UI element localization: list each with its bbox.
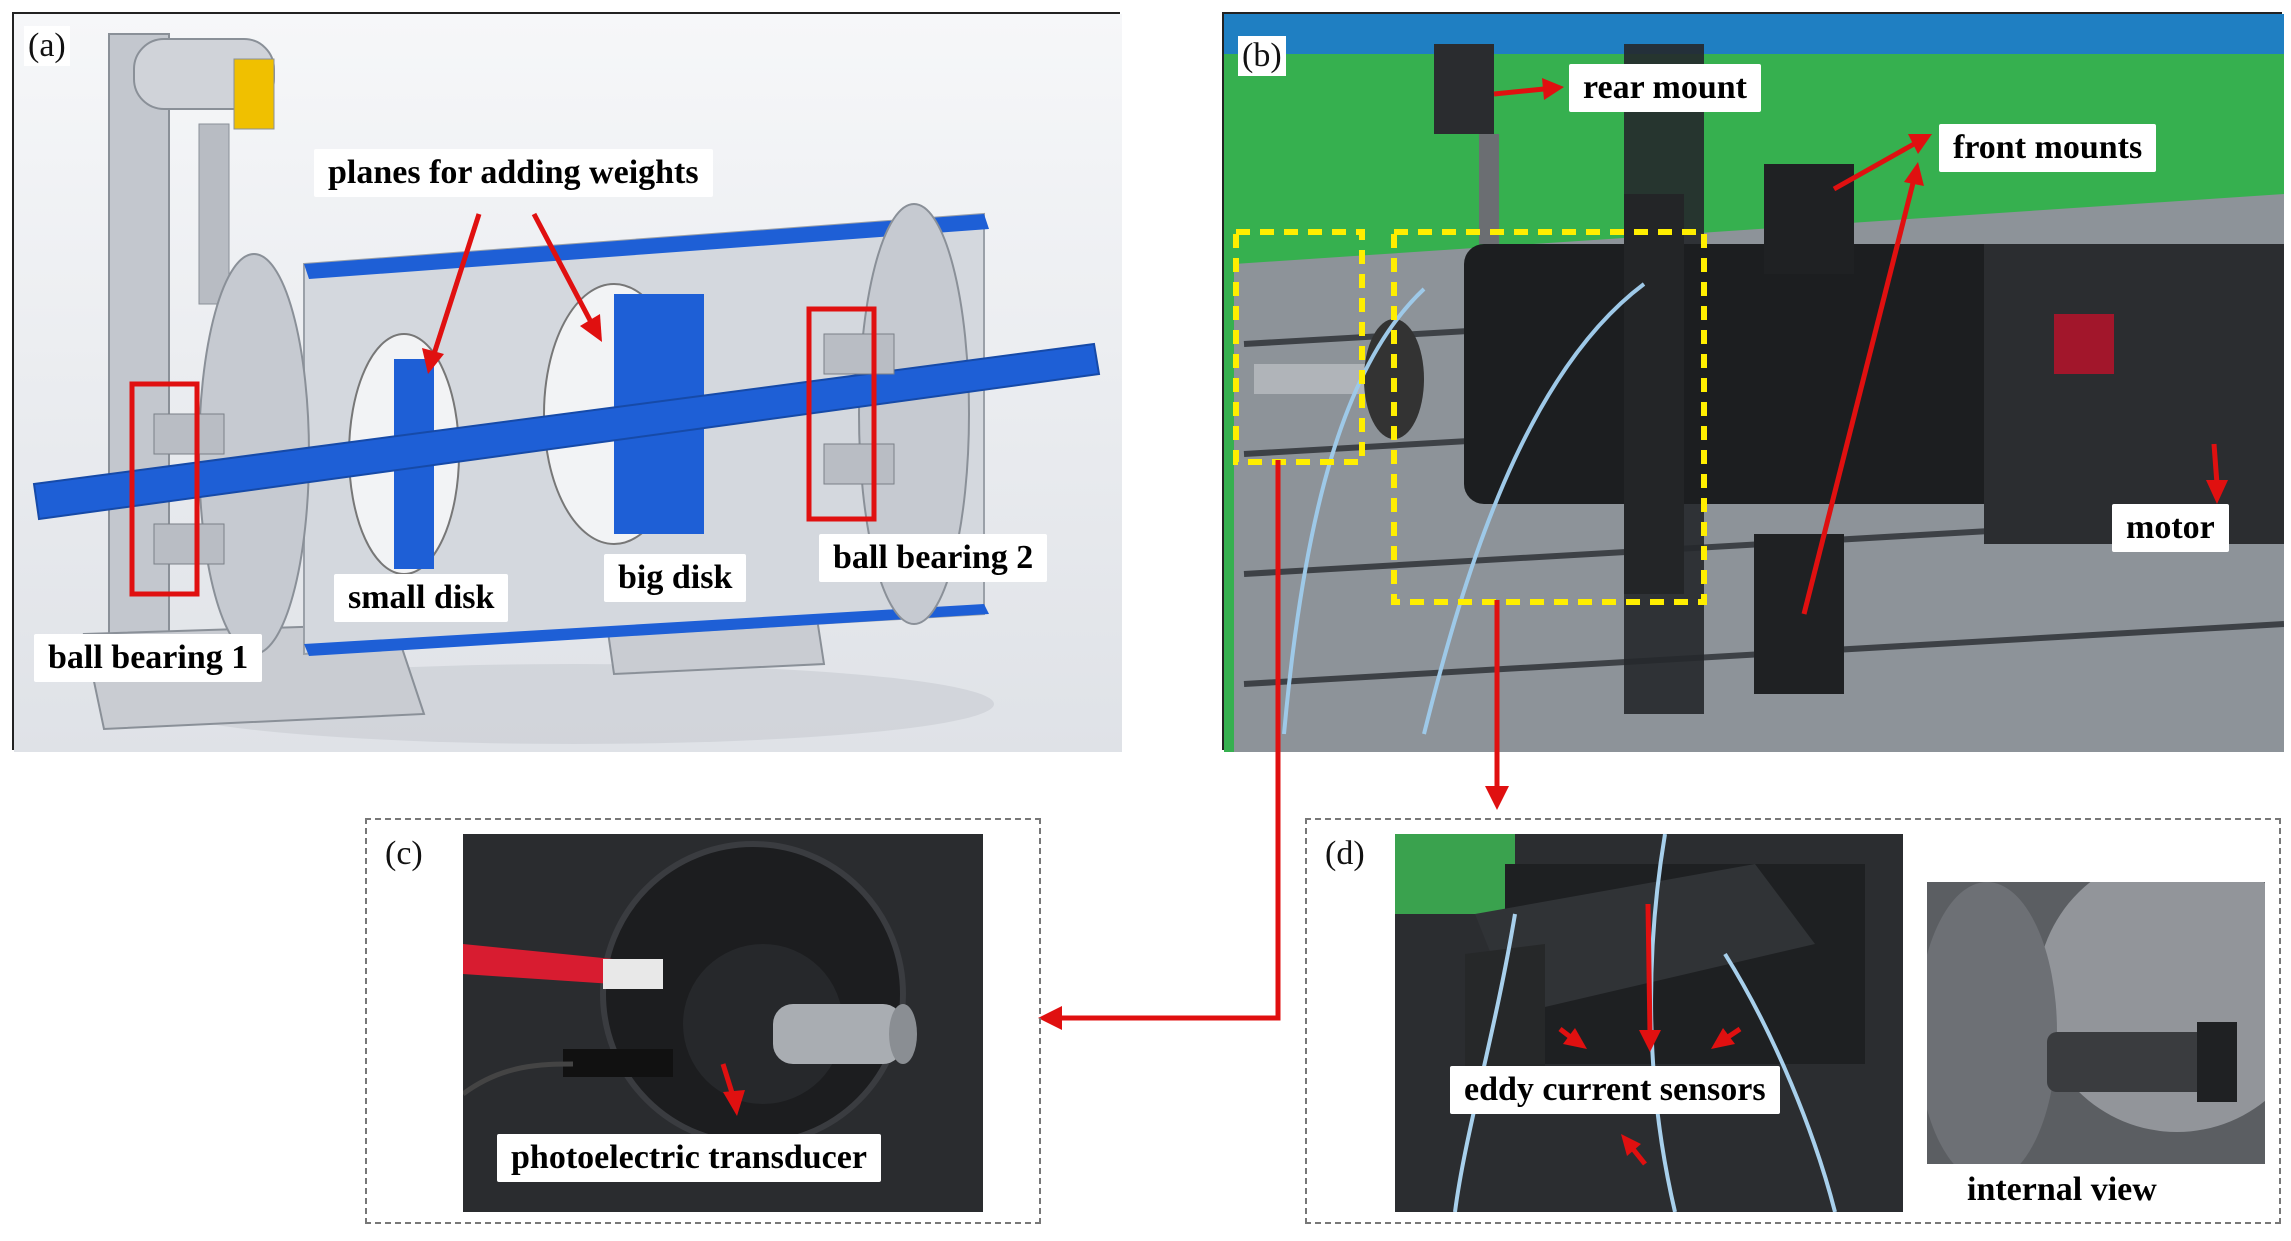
photo-internal-view bbox=[1927, 882, 2265, 1164]
label-photoelectric-transducer: photoelectric transducer bbox=[497, 1134, 881, 1182]
label-internal-view: internal view bbox=[1957, 1168, 2167, 1212]
label-motor: motor bbox=[2112, 504, 2229, 552]
panel-b-label: (b) bbox=[1238, 36, 1286, 76]
label-eddy-current-sensors: eddy current sensors bbox=[1450, 1066, 1780, 1114]
photo-eddy-sensors: eddy current sensors bbox=[1395, 834, 1903, 1212]
cad-rotor-drawing bbox=[14, 14, 1122, 752]
label-ball-bearing-1: ball bearing 1 bbox=[34, 634, 263, 682]
photo-transducer: photoelectric transducer bbox=[463, 834, 983, 1212]
label-small-disk: small disk bbox=[334, 574, 509, 622]
label-rear-mount: rear mount bbox=[1569, 64, 1762, 112]
label-planes-for-adding-weights: planes for adding weights bbox=[314, 149, 713, 197]
label-front-mounts: front mounts bbox=[1939, 124, 2157, 172]
internal-view-drawing bbox=[1927, 882, 2265, 1164]
panel-d-label: (d) bbox=[1321, 834, 1369, 874]
eddy-sensors-drawing bbox=[1395, 834, 1903, 1212]
panel-c-label: (c) bbox=[381, 834, 427, 874]
panel-d: eddy current sensors internal view (d) bbox=[1305, 818, 2281, 1224]
label-big-disk: big disk bbox=[604, 554, 747, 602]
panel-b: (b) rear mount front mounts motor bbox=[1222, 12, 2284, 752]
panel-a-label: (a) bbox=[24, 26, 70, 66]
label-ball-bearing-2: ball bearing 2 bbox=[819, 534, 1048, 582]
panel-c: photoelectric transducer (c) bbox=[365, 818, 1041, 1224]
panel-a: (a) planes for adding weights small disk… bbox=[12, 12, 1122, 752]
